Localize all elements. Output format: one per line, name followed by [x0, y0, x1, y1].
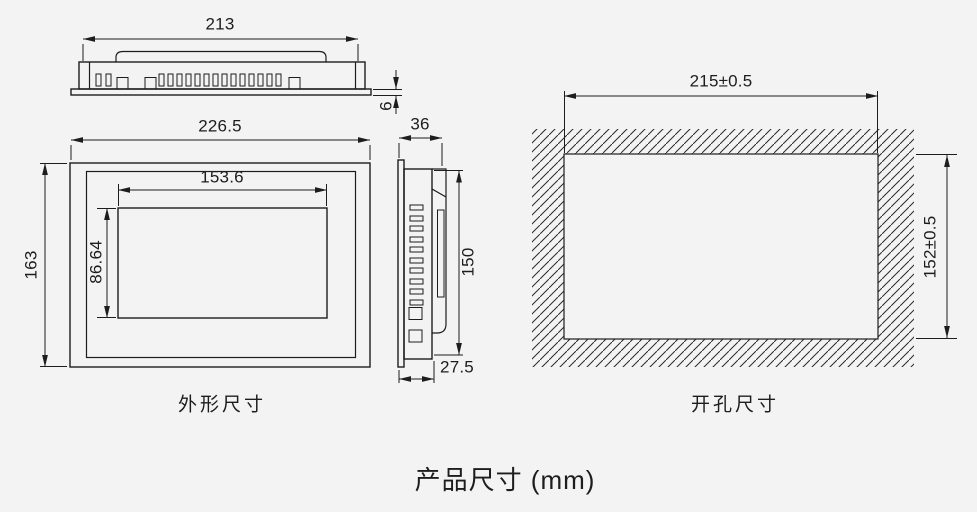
dim-label-cutout-width: 215±0.5: [689, 71, 753, 91]
dim-label-bezel-thickness: 6: [376, 101, 396, 111]
outline-view-caption: 外形尺寸: [177, 394, 267, 416]
dim-label-top-width: 213: [205, 14, 235, 34]
dim-label-display-width: 153.6: [200, 167, 244, 187]
dim-27-5-lines: [398, 361, 435, 383]
dim-6-lines: [373, 70, 402, 114]
dim-86-64-lines: [97, 208, 116, 318]
dim-label-rear-depth: 27.5: [440, 357, 474, 377]
side-view-vents: [408, 204, 424, 343]
dim-215-lines: [564, 91, 878, 153]
dim-label-overall-height: 163: [21, 250, 41, 280]
dim-163-lines: [40, 163, 67, 367]
page-title: 产品尺寸 (mm): [414, 465, 596, 495]
side-view-mount-rail: [431, 168, 447, 334]
dim-150-lines: [434, 170, 463, 356]
dim-label-display-height: 86.64: [86, 240, 106, 284]
dim-label-overall-width: 226.5: [198, 116, 242, 136]
dim-label-body-height: 150: [458, 247, 478, 277]
side-view: [397, 135, 463, 383]
dim-213-lines: [82, 36, 359, 61]
dim-label-cutout-height: 152±0.5: [920, 215, 940, 279]
dim-226-5-lines: [70, 137, 371, 160]
dim-152-lines: [916, 154, 957, 339]
top-view-vents: [95, 73, 301, 90]
dim-153-6-lines: [118, 184, 327, 206]
front-view: [40, 137, 371, 368]
cutout-hole: [563, 153, 879, 340]
top-view: [70, 36, 402, 114]
cutout-view-caption: 开孔尺寸: [690, 394, 780, 416]
dim-36-lines: [398, 135, 443, 166]
dim-label-overall-depth: 36: [410, 114, 430, 134]
cutout-view: [532, 91, 957, 367]
